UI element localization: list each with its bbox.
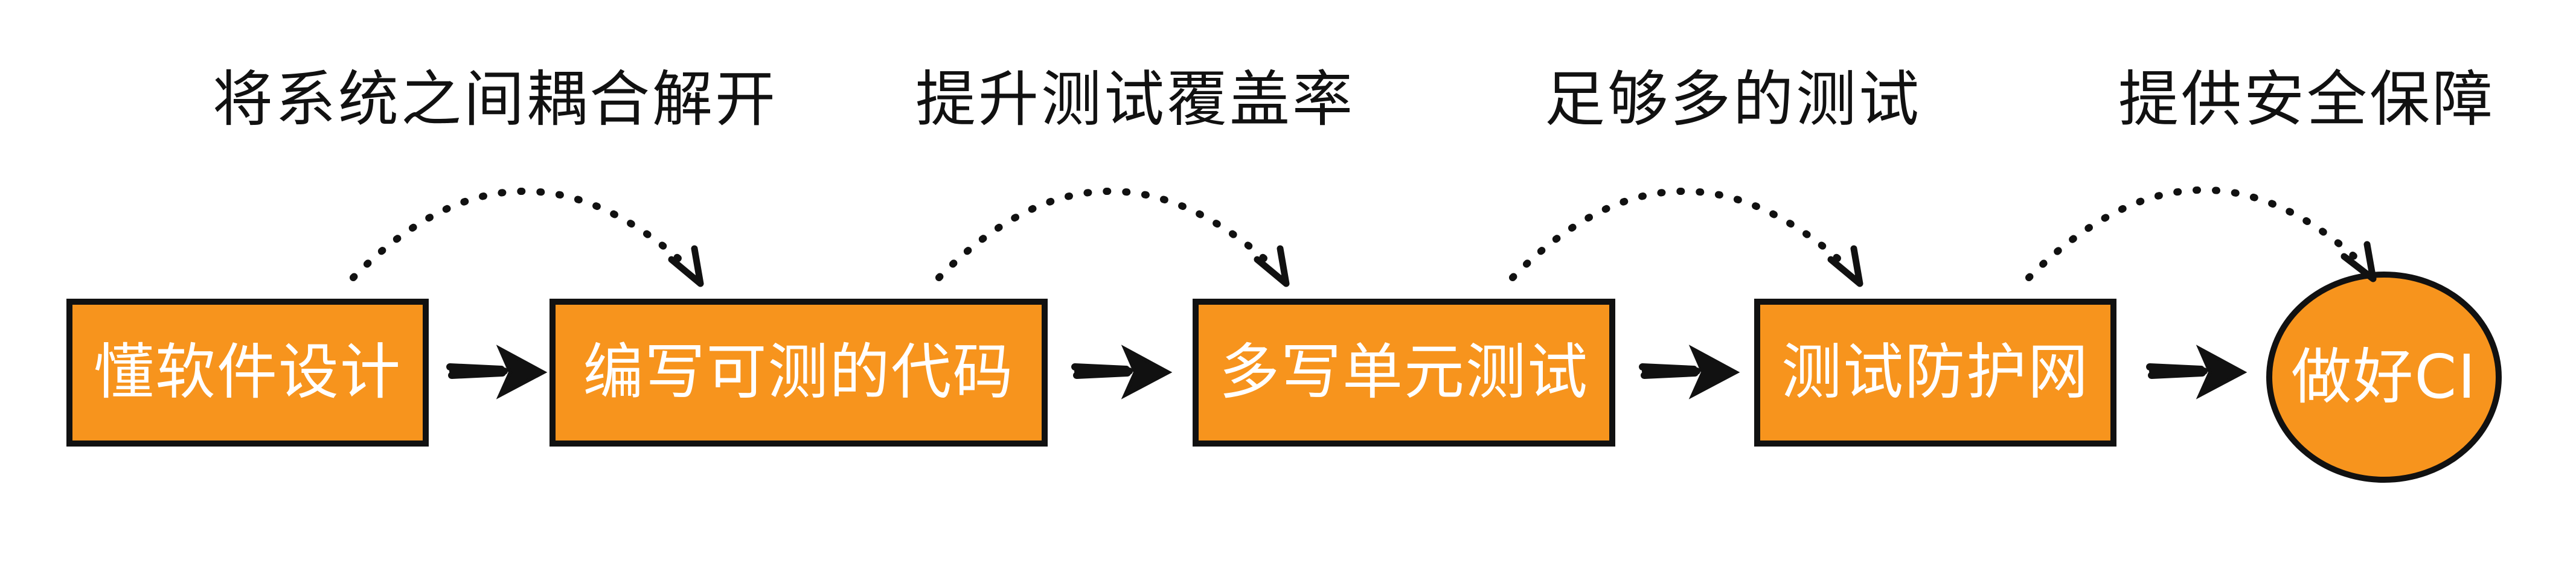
arrow-2 bbox=[1071, 345, 1173, 399]
step-node-2-shape bbox=[549, 299, 1048, 447]
arrow-4 bbox=[2146, 345, 2248, 399]
transition-arc-2 bbox=[935, 187, 1290, 287]
transition-arc-1 bbox=[350, 187, 704, 287]
step-label-4: 测试防护网 bbox=[1781, 337, 2089, 407]
step-node-5-shape bbox=[2266, 272, 2502, 483]
transition-label-1: 将系统之间耦合解开 bbox=[213, 64, 778, 135]
step-label-1: 懂软件设计 bbox=[94, 337, 402, 407]
step-label-2: 编写可测的代码 bbox=[583, 337, 1014, 407]
transition-label-2: 提升测试覆盖率 bbox=[915, 64, 1355, 135]
step-node-1-shape bbox=[66, 299, 429, 447]
step-node-4-shape bbox=[1754, 299, 2116, 447]
arrow-3 bbox=[1639, 345, 1740, 399]
transition-label-3: 足够多的测试 bbox=[1545, 64, 1921, 135]
step-node-3-shape bbox=[1193, 299, 1615, 447]
transition-arc-4 bbox=[2025, 186, 2377, 282]
arrow-1 bbox=[446, 345, 548, 399]
transition-arc-3 bbox=[1509, 187, 1863, 287]
transition-label-4: 提供安全保障 bbox=[2118, 64, 2495, 135]
step-label-5: 做好CI bbox=[2291, 342, 2477, 412]
step-label-3: 多写单元测试 bbox=[1219, 337, 1589, 407]
